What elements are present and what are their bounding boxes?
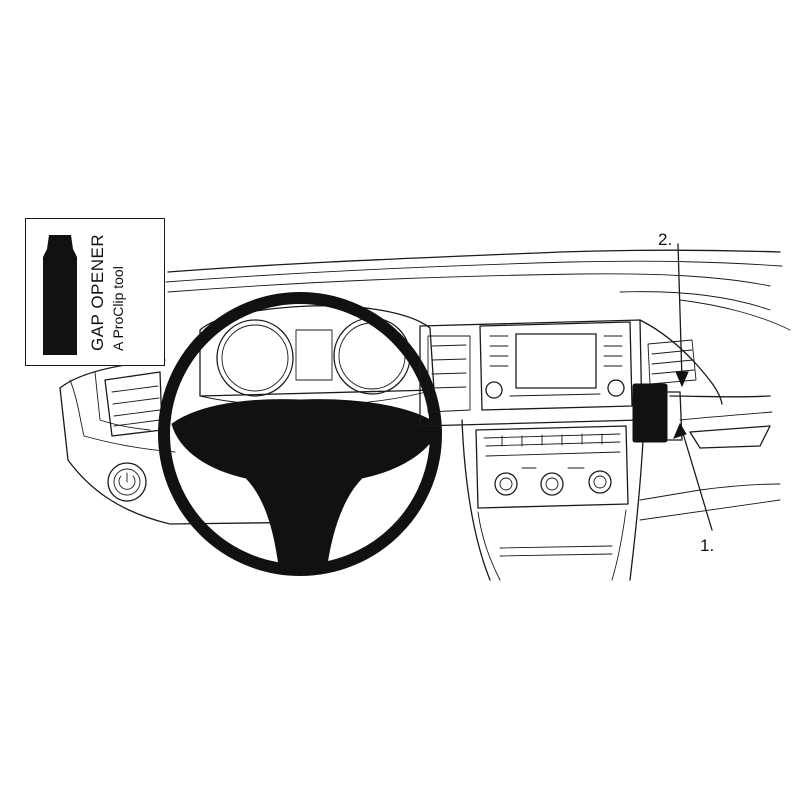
callout-2-leader bbox=[675, 243, 689, 388]
inset-label-group: GAP OPENER A ProClip tool bbox=[88, 234, 128, 351]
callout-1-leader bbox=[673, 422, 713, 531]
callout-label-1: 1. bbox=[700, 536, 715, 555]
mount-bracket bbox=[666, 391, 683, 441]
inset-title: GAP OPENER bbox=[88, 233, 107, 351]
mount-device bbox=[632, 383, 668, 443]
dashboard-top-edge bbox=[165, 249, 791, 331]
inset-subtitle: A ProClip tool bbox=[110, 266, 126, 351]
center-console bbox=[419, 319, 645, 581]
gap-opener-inset: GAP OPENER A ProClip tool bbox=[25, 218, 165, 366]
steering-wheel bbox=[158, 292, 442, 576]
callout-label-2: 2. bbox=[658, 230, 673, 249]
dashboard-right-panel bbox=[639, 319, 781, 521]
gap-opener-tool-icon bbox=[43, 235, 77, 355]
